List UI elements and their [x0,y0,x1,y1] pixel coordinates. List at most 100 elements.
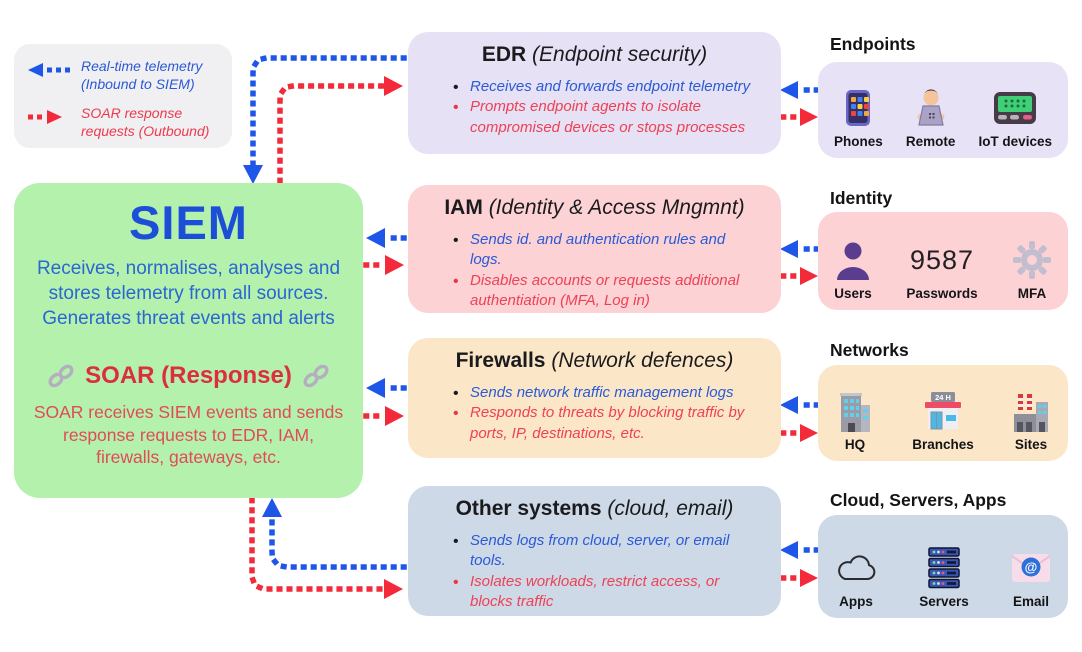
remote-worker-icon [910,85,952,131]
iam-name: IAM [444,196,483,219]
networks-box: HQ 24 H Branches [818,365,1068,461]
cloud-item-apps: Apps [834,545,878,618]
edr-box: EDR (Endpoint security) Receives and for… [408,32,781,154]
firewalls-name: Firewalls [455,349,546,372]
endpoints-item-iot: IoT devices [978,85,1052,158]
edr-telemetry-bullet: Receives and forwards endpoint telemetry [453,77,757,99]
factory-icon [1010,388,1052,434]
edr-bullets: Receives and forwards endpoint telemetry… [408,77,781,138]
arrow-edr-to-endpoints [780,108,818,126]
arrow-siem-to-other [249,497,403,599]
arrow-iam-to-siem [366,228,407,248]
at-sign-glyph: @ [1025,560,1038,575]
remote-label: Remote [905,134,956,149]
firewalls-response-bullet: Responds to threats by blocking traffic … [453,403,757,444]
firewalls-telemetry-bullet: Sends network traffic management logs [453,383,757,405]
email-icon: @ [1010,545,1052,591]
iot-devices-label: IoT devices [978,134,1052,149]
users-label: Users [834,286,872,301]
edr-subtitle: (Endpoint security) [532,43,708,66]
endpoints-item-remote: Remote [905,85,956,158]
email-label: Email [1012,594,1049,609]
networks-item-sites: Sites [1010,388,1052,461]
arrow-iam-to-identity [780,267,818,285]
firewalls-box: Firewalls (Network defences) Sends netwo… [408,338,781,458]
store-sign-text: 24 H [935,393,951,402]
iam-telemetry-bullet: Sends id. and authentication rules and l… [453,230,757,271]
endpoints-heading: Endpoints [830,34,916,54]
other-telemetry-bullet: Sends logs from cloud, server, or email … [453,531,757,572]
arrow-other-to-cloud [780,569,818,587]
soar-heading-row: SOAR (Response) [14,362,363,390]
cloud-servers-apps-heading: Cloud, Servers, Apps [830,490,1007,510]
arrow-endpoints-to-edr [780,81,820,99]
link-icon [303,364,329,388]
smartphone-icon [841,85,875,131]
legend-item-telemetry: Real-time telemetry (Inbound to SIEM) [26,58,222,94]
other-response-bullet: Isolates workloads, restrict access, or … [453,572,757,613]
firewalls-bullets: Sends network traffic management logs Re… [408,383,781,444]
legend-label-telemetry: Real-time telemetry (Inbound to SIEM) [81,58,203,92]
blue-dotted-arrow-icon [28,63,70,77]
endpoints-box: Phones Remote [818,62,1068,158]
legend: Real-time telemetry (Inbound to SIEM) SO… [14,44,232,148]
iam-bullets: Sends id. and authentication rules and l… [408,230,781,312]
hq-building-icon [834,388,876,434]
iot-device-icon [993,85,1037,131]
servers-label: Servers [919,594,969,609]
edr-name: EDR [481,43,527,66]
red-dotted-arrow-icon [28,109,62,124]
link-icon [48,364,74,388]
cloud-icon [834,545,878,591]
identity-box: Users 9587 Passwords [818,212,1068,310]
phones-label: Phones [834,134,883,149]
firewalls-title: Firewalls (Network defences) [408,349,781,373]
iam-box: IAM (Identity & Access Mngmnt) Sends id.… [408,185,781,313]
identity-heading: Identity [830,188,893,208]
arrow-firewalls-to-siem [366,378,407,398]
gear-icon [1012,237,1052,283]
identity-item-users: Users [834,237,872,310]
server-rack-icon [923,545,965,591]
networks-heading: Networks [830,340,909,360]
other-systems-subtitle: (cloud, email) [607,497,734,520]
other-systems-bullets: Sends logs from cloud, server, or email … [408,531,781,613]
iam-response-bullet: Disables accounts or requests additional… [453,271,757,312]
apps-label: Apps [839,594,873,609]
edr-title: EDR (Endpoint security) [408,43,781,67]
edr-response-bullet: Prompts endpoint agents to isolate compr… [453,97,757,138]
mfa-label: MFA [1017,286,1047,301]
password-number: 9587 [909,244,975,275]
arrow-identity-to-iam [780,240,820,258]
hq-label: HQ [844,437,866,452]
sites-label: Sites [1014,437,1048,452]
siem-title: SIEM [129,196,248,249]
other-systems-name: Other systems [455,497,602,520]
iam-title: IAM (Identity & Access Mngmnt) [408,196,781,220]
arrow-other-to-siem [262,498,407,570]
iam-subtitle: (Identity & Access Mngmnt) [488,196,745,219]
legend-item-soar: SOAR response requests (Outbound) [26,105,222,141]
siem-description: Receives, normalises, analyses and store… [36,257,341,329]
arrow-siem-to-edr [277,76,403,184]
soar-description: SOAR receives SIEM events and sends resp… [33,401,344,468]
siem-box: SIEM Receives, normalises, analyses and … [14,183,363,498]
arrow-siem-to-iam [363,255,404,275]
cloud-item-email: @ Email [1010,545,1052,618]
arrow-networks-to-firewalls [780,396,820,414]
networks-item-hq: HQ [834,388,876,461]
arrow-siem-to-firewalls [363,406,404,426]
branches-label: Branches [912,437,974,452]
other-systems-box: Other systems (cloud, email) Sends logs … [408,486,781,616]
firewalls-subtitle: (Network defences) [551,349,734,372]
identity-item-passwords: 9587 Passwords [906,237,977,310]
arrow-firewalls-to-networks [780,424,818,442]
endpoints-item-phones: Phones [834,85,883,158]
cloud-item-servers: Servers [919,545,969,618]
soar-title: SOAR (Response) [85,361,292,389]
user-icon [834,237,872,283]
legend-label-soar: SOAR response requests (Outbound) [81,104,210,139]
cloud-servers-apps-box: Apps [818,515,1068,618]
passwords-label: Passwords [906,286,978,301]
